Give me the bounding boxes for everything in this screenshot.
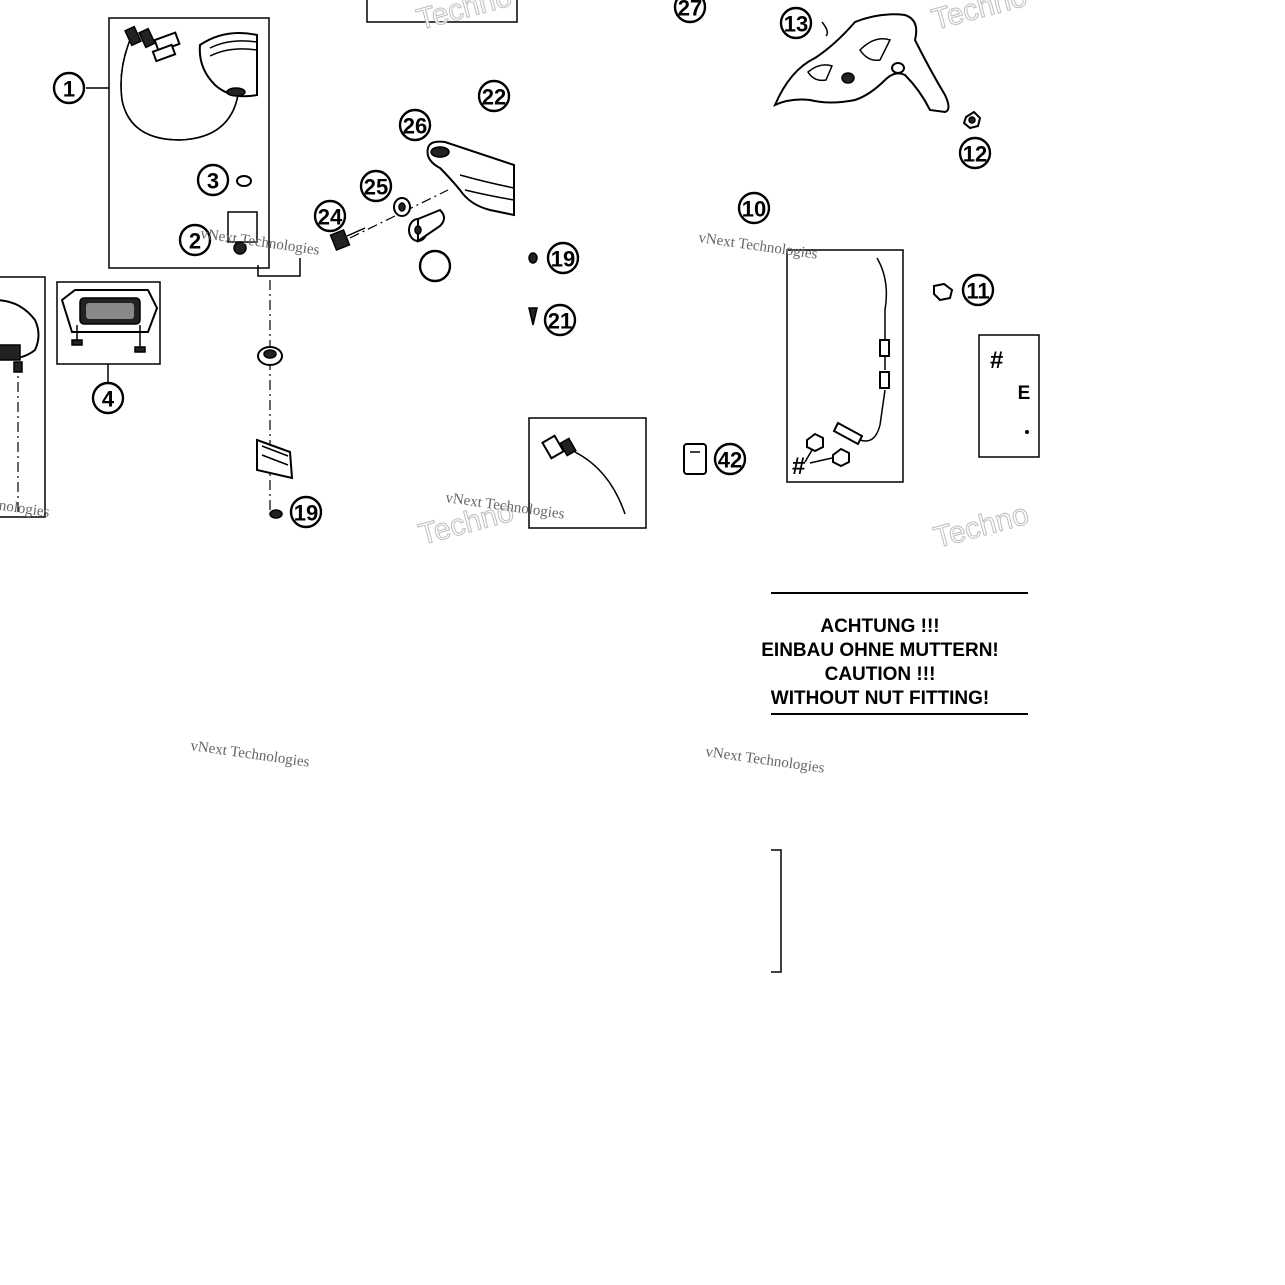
caution-line-4: WITHOUT NUT FITTING!	[771, 688, 989, 709]
bracket-lines	[771, 849, 782, 973]
tile-cable: # 11 # E	[786, 249, 1040, 483]
callout-26[interactable]: 26	[398, 108, 432, 142]
svg-text:13: 13	[784, 12, 808, 37]
svg-text:vNext Technologies: vNext Technologies	[697, 230, 818, 263]
clip-11	[933, 282, 954, 302]
part-box-sensor	[528, 417, 647, 529]
svg-text:Techno: Techno	[928, 0, 1030, 37]
tile-sensor: 19 21 42	[528, 241, 747, 529]
rubber-strip	[256, 438, 294, 480]
tile-bracket: 22 26 25 24	[313, 0, 518, 283]
svg-text:10: 10	[742, 197, 766, 222]
caution-line-2: EINBAU OHNE MUTTERN!	[761, 640, 999, 661]
svg-text:1: 1	[63, 77, 75, 102]
caution-line-3: CAUTION !!!	[825, 664, 936, 685]
svg-text:22: 22	[482, 85, 506, 110]
callout-27[interactable]: 27	[673, 0, 707, 24]
caution-notice: ACHTUNG !!! EINBAU OHNE MUTTERN! CAUTION…	[761, 592, 1028, 715]
svg-text:vNext Technologies: vNext Technologies	[199, 226, 320, 259]
svg-text:#: #	[990, 347, 1003, 374]
svg-text:Techno: Techno	[413, 0, 515, 37]
callout-25[interactable]: 25	[359, 169, 393, 203]
speed-sensor	[541, 434, 626, 515]
tile-grommet: 19	[256, 258, 323, 529]
svg-text:24: 24	[318, 205, 343, 230]
note-box	[978, 334, 1040, 458]
tile-mask: 13 12	[773, 6, 992, 170]
bushing	[408, 208, 445, 243]
part-box-1	[108, 17, 270, 269]
callout-21[interactable]: 21	[543, 303, 577, 337]
grommet	[257, 346, 283, 366]
svg-text:vNext Technologies: vNext Technologies	[704, 744, 825, 777]
callout-4[interactable]: 4	[91, 381, 125, 415]
caution-line-1: ACHTUNG !!!	[820, 616, 939, 637]
screw-21	[528, 307, 538, 326]
callout-1[interactable]: 1	[52, 71, 86, 105]
callout-10[interactable]: 10	[737, 191, 771, 225]
part-box-top	[366, 0, 518, 23]
tile-speedometer: 1 3 2	[52, 17, 270, 269]
headlight-mask	[773, 13, 950, 114]
svg-text:21: 21	[548, 309, 572, 334]
callout-19-lower[interactable]: 19	[289, 495, 323, 529]
svg-text:26: 26	[403, 114, 427, 139]
nut-right	[832, 447, 850, 468]
nut-left	[806, 432, 824, 453]
bolt-24	[329, 227, 366, 252]
callout-2[interactable]: 2	[178, 223, 212, 257]
svg-text:12: 12	[963, 142, 987, 167]
svg-text:4: 4	[102, 387, 115, 412]
callout-22[interactable]: 22	[477, 79, 511, 113]
callout-42[interactable]: 42	[713, 442, 747, 476]
svg-text:19: 19	[294, 501, 318, 526]
svg-text:25: 25	[364, 175, 388, 200]
callout-3[interactable]: 3	[196, 163, 230, 197]
svg-text:2: 2	[189, 229, 201, 254]
tile-display: 4	[0, 276, 161, 518]
tile-callout-27-10: 27 10	[673, 0, 771, 225]
callout-12[interactable]: 12	[958, 136, 992, 170]
fuse-42	[683, 443, 707, 475]
svg-text:42: 42	[718, 448, 742, 473]
display-4	[60, 289, 159, 353]
svg-text:27: 27	[678, 0, 702, 21]
svg-text:vNext Technologies: vNext Technologies	[0, 488, 51, 521]
svg-text:#: #	[792, 453, 805, 480]
speedometer-cable	[832, 257, 890, 446]
svg-text:3: 3	[207, 169, 219, 194]
callout-24[interactable]: 24	[313, 199, 347, 233]
svg-text:E: E	[1018, 383, 1031, 404]
svg-text:Techno: Techno	[930, 498, 1032, 555]
svg-text:vNext Technologies: vNext Technologies	[189, 738, 310, 771]
part-box-left	[0, 276, 46, 518]
callout-11[interactable]: 11	[961, 273, 995, 307]
callout-13[interactable]: 13	[779, 6, 813, 40]
svg-text:19: 19	[551, 247, 575, 272]
o-ring-3	[236, 175, 252, 187]
callout-27-partial[interactable]	[418, 249, 452, 283]
svg-text:11: 11	[966, 279, 989, 304]
callout-19-upper[interactable]: 19	[546, 241, 580, 275]
part-box-cable	[786, 249, 904, 483]
